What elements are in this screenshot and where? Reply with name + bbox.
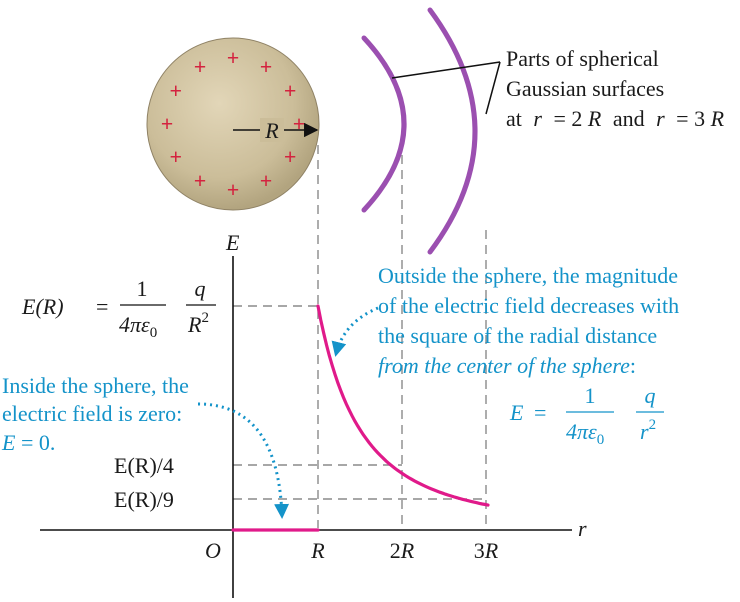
outside-formula-q: q	[645, 383, 656, 408]
er-q: q	[195, 276, 206, 301]
outside-formula-E: E	[509, 400, 524, 425]
gaussian-callout-text: Parts of spherical Gaussian surfaces at …	[506, 46, 725, 131]
callout-line2: Gaussian surfaces	[506, 76, 664, 101]
er-num: 1	[137, 276, 148, 301]
inside-line3: E = 0.	[1, 430, 55, 455]
outside-formula-eq: =	[534, 400, 546, 425]
charge-plus-10: +	[170, 78, 183, 103]
gaussian-surface-2R	[361, 35, 407, 213]
charge-plus-0: +	[227, 45, 240, 70]
radius-label-bg	[260, 118, 284, 142]
x-axis-label: r	[578, 516, 587, 541]
outside-pointer-arrow	[331, 306, 379, 357]
charge-plus-6: +	[227, 177, 240, 202]
charge-plus-1: +	[260, 54, 273, 79]
inside-pointer-arrow	[197, 402, 290, 519]
outside-line4: from the center of the sphere:	[378, 353, 636, 378]
charge-plus-9: +	[161, 111, 174, 136]
charge-plus-2: +	[284, 78, 297, 103]
x-tick-3R: 3R	[474, 538, 499, 563]
gaussian-surfaces	[361, 7, 478, 255]
gaussian-surface-3R	[427, 7, 478, 255]
sphere-body	[146, 37, 320, 211]
guide-lines	[233, 145, 487, 528]
er-quarter-label: E(R)/4	[114, 453, 174, 478]
charged-sphere: + + + + + + + + + + + + R	[146, 37, 320, 211]
charge-plus-3: +	[293, 111, 306, 136]
er-R2: R2	[187, 310, 209, 337]
er-ninth-label: E(R)/9	[114, 487, 174, 512]
inside-note: Inside the sphere, the electric field is…	[1, 373, 189, 455]
er-formula-marker: E(R) = 1 4πε0 q R2	[21, 276, 216, 341]
origin-label: O	[205, 538, 221, 563]
er-eq: =	[96, 294, 108, 319]
inside-line1: Inside the sphere, the	[2, 373, 189, 398]
er-left: E(R)	[21, 294, 64, 319]
x-tick-labels: R 2R 3R	[310, 538, 499, 563]
outside-line2: of the electric field decreases with	[378, 293, 679, 318]
outside-line3: the square of the radial distance	[378, 323, 657, 348]
x-tick-2R: 2R	[390, 538, 415, 563]
outside-formula-den: 4πε0	[566, 419, 604, 448]
gaussian-callout-lines	[391, 61, 501, 115]
field-curves	[231, 304, 490, 532]
outside-line1: Outside the sphere, the magnitude	[378, 263, 678, 288]
outside-note: Outside the sphere, the magnitude of the…	[378, 263, 679, 448]
callout-line1: Parts of spherical	[506, 46, 659, 71]
x-tick-R: R	[310, 538, 325, 563]
callout-line3: at r = 2 R and r = 3 R	[506, 106, 725, 131]
y-axis-label: E	[225, 230, 240, 255]
er-den: 4πε0	[119, 312, 157, 341]
charge-plus-11: +	[194, 54, 207, 79]
charge-plus-5: +	[260, 168, 273, 193]
radius-label: R	[264, 118, 279, 143]
charge-plus-7: +	[194, 168, 207, 193]
outside-formula-num: 1	[585, 383, 596, 408]
outside-formula-r: r2	[640, 417, 656, 444]
charge-plus-8: +	[170, 144, 183, 169]
curve-outside-inverse-square	[316, 304, 490, 507]
inside-line2: electric field is zero:	[2, 401, 182, 426]
charge-plus-4: +	[284, 144, 297, 169]
